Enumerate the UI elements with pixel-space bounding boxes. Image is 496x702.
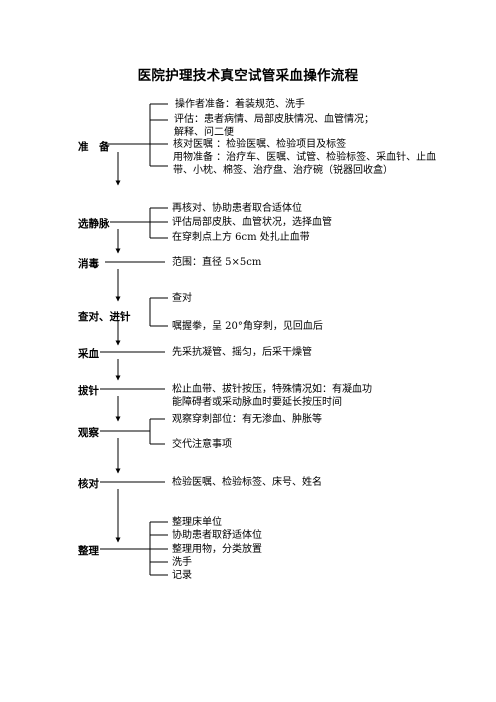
prep-item-supplies: 用物准备 ：治疗车、医嘱、试管、检验标签、采血针、止血带、小枕、棉签、治疗盘、治… [173, 152, 437, 176]
observe-item-notice: 交代注意事项 [172, 439, 232, 450]
prep-item-operator: 操作者准备：着装规范、洗手 [175, 99, 305, 110]
puncture-item-check: 查对 [172, 293, 192, 304]
prep-item-assess: 评估：患者病情、局部皮肤情况、血管情况；解释、问二便 [174, 114, 374, 138]
step-label-verify: 核对 [78, 478, 99, 490]
tidy-item-record: 记录 [172, 570, 192, 581]
vein-item-assess: 评估局部皮肤、血管状况，选择血管 [172, 217, 332, 228]
step-label-tidy: 整理 [78, 545, 99, 557]
page-title: 医院护理技术真空试管采血操作流程 [137, 68, 359, 84]
puncture-item-insert: 嘱握拳，呈 20°角穿刺，见回血后 [172, 321, 323, 332]
prep-item-order: 核对医嘱 ：检验医嘱、检验项目及标签 [173, 139, 347, 150]
step-label-withdraw: 拔针 [78, 385, 99, 397]
tidy-item-wash: 洗手 [172, 557, 192, 568]
step-label-puncture: 查对、进针 [78, 311, 131, 323]
step-label-observe: 观察 [78, 427, 99, 439]
blood-item-order: 先采抗凝管、摇匀，后采干燥管 [172, 347, 312, 358]
tidy-item-bed: 整理床单位 [172, 517, 222, 528]
vein-item-tourniquet: 在穿刺点上方 6cm 处扎止血带 [172, 232, 310, 243]
observe-item-site: 观察穿刺部位：有无渗血、肿胀等 [172, 414, 322, 425]
disinfect-item-range: 范围：直径 5×5cm [172, 257, 262, 268]
vein-item-position: 再核对、协助患者取合适体位 [172, 203, 302, 214]
step-label-prep: 准 备 [78, 141, 110, 153]
step-label-vein: 选静脉 [78, 218, 110, 230]
withdraw-item-press: 松止血带、拔针按压，特殊情况如：有凝血功能障碍者或采动脉血时要延长按压时间 [172, 384, 372, 408]
step-label-disinfect: 消毒 [78, 258, 99, 270]
tidy-item-position: 协助患者取舒适体位 [172, 530, 262, 541]
verify-item-check: 检验医嘱、检验标签、床号、姓名 [172, 477, 322, 488]
step-label-blood: 采血 [78, 348, 99, 360]
tidy-item-supplies: 整理用物，分类放置 [172, 544, 262, 555]
